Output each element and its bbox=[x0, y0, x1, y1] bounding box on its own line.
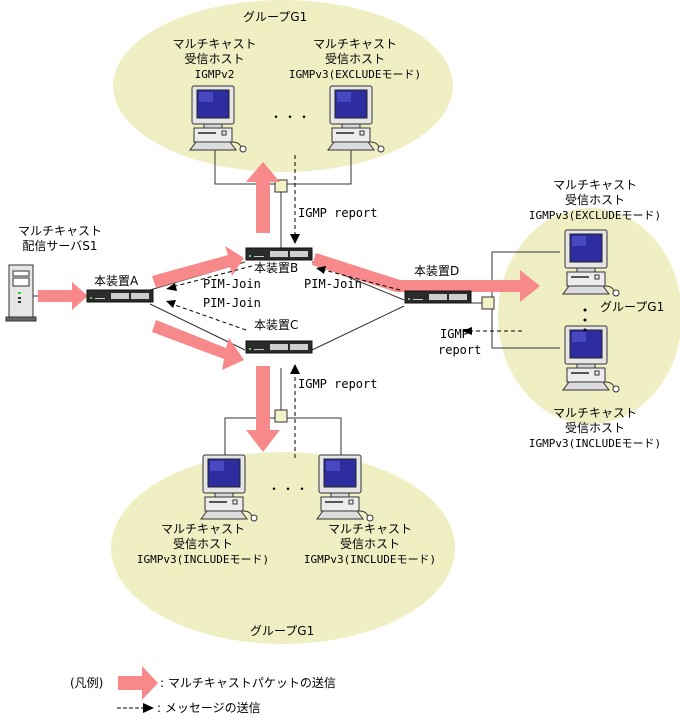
host-label-right-top: マルチキャスト 受信ホスト IGMPv3(EXCLUDEモード) bbox=[528, 178, 662, 222]
multicast-arrows bbox=[38, 162, 540, 452]
group-label-right: グループG1 bbox=[600, 300, 665, 314]
message-pim-join-d-b: PIM-Join bbox=[304, 277, 362, 291]
host-label-bottom-left: マルチキャスト 受信ホスト IGMPv3(INCLUDEモード) bbox=[136, 522, 270, 566]
switch-c-icon bbox=[245, 340, 313, 354]
hub-right bbox=[481, 296, 495, 310]
message-igmp-top: IGMP report bbox=[298, 206, 378, 220]
ellipsis-top: ・・・ bbox=[270, 110, 313, 124]
switch-label-c: 本装置C bbox=[254, 318, 299, 332]
group-ellipse-top bbox=[113, 0, 453, 172]
group-label-top: グループG1 bbox=[243, 10, 308, 24]
host-label-top-right: マルチキャスト 受信ホスト IGMPv3(EXCLUDEモード) bbox=[288, 37, 422, 81]
message-pim-join-b-a: PIM-Join bbox=[203, 277, 261, 291]
ellipsis-bottom: ・・・ bbox=[268, 482, 311, 496]
group-ellipse-bottom bbox=[111, 452, 455, 644]
switch-a-icon bbox=[86, 289, 154, 303]
legend-arrowhead-icon bbox=[143, 703, 154, 713]
message-igmp-right-2: report bbox=[438, 343, 482, 357]
multicast-arrow-a-b bbox=[152, 246, 244, 288]
server-icon bbox=[5, 264, 37, 322]
switch-b-icon bbox=[245, 247, 313, 261]
group-ellipse-right bbox=[498, 208, 680, 424]
switch-d-icon bbox=[404, 290, 472, 304]
legend-prefix: (凡例) bbox=[70, 676, 104, 690]
group-label-bottom: グループG1 bbox=[250, 624, 315, 638]
switch-label-b: 本装置B bbox=[254, 261, 299, 275]
hub-top bbox=[274, 179, 288, 193]
switch-label-a: 本装置A bbox=[94, 274, 139, 288]
legend-message-text: : メッセージの送信 bbox=[157, 701, 261, 715]
multicast-arrow-b-d bbox=[312, 253, 540, 302]
message-arrows bbox=[171, 155, 522, 458]
host-label-right-bottom: マルチキャスト 受信ホスト IGMPv3(INCLUDEモード) bbox=[528, 406, 662, 450]
legend-multicast-arrow-icon bbox=[118, 666, 158, 700]
message-igmp-right-1: IGMP bbox=[440, 327, 469, 341]
message-igmp-bottom: IGMP report bbox=[298, 377, 378, 391]
hub-bottom bbox=[274, 409, 288, 423]
multicast-arrow-b-top bbox=[246, 162, 280, 233]
server-label: マルチキャスト 配信サーバS1 bbox=[17, 224, 102, 253]
host-label-bottom-right: マルチキャスト 受信ホスト IGMPv3(INCLUDEモード) bbox=[303, 522, 437, 566]
ellipsis-right bbox=[583, 308, 587, 332]
multicast-arrow-c-bottom bbox=[246, 366, 280, 452]
multicast-arrow-server-a bbox=[38, 282, 88, 310]
multicast-arrow-a-c bbox=[152, 320, 244, 370]
legend-multicast-text: : マルチキャストパケットの送信 bbox=[160, 676, 336, 690]
message-pim-join-c-a: PIM-Join bbox=[203, 296, 261, 310]
message-arrowheads bbox=[166, 234, 472, 374]
switch-label-d: 本装置D bbox=[414, 264, 460, 278]
host-label-top-left: マルチキャスト 受信ホスト IGMPv2 bbox=[172, 37, 257, 81]
